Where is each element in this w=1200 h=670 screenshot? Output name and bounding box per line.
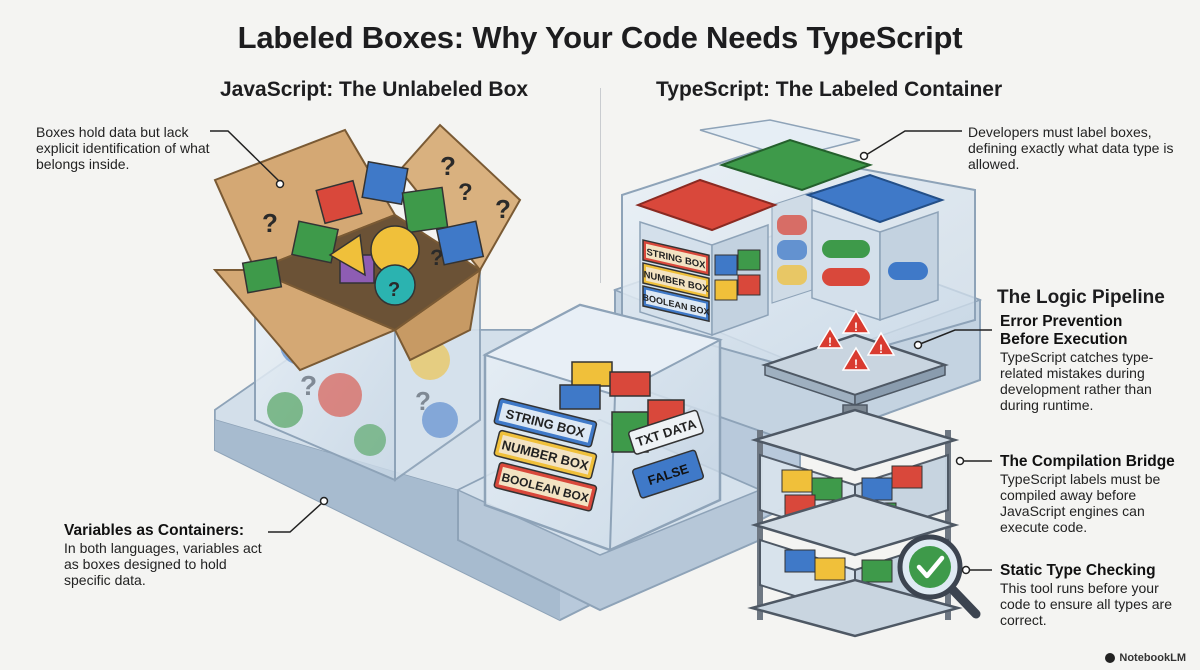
jumbled-blocks — [241, 160, 485, 306]
page-title: Labeled Boxes: Why Your Code Needs TypeS… — [237, 20, 963, 55]
js-heading: JavaScript: The Unlabeled Box — [220, 78, 529, 101]
pipeline-step-error: Error Prevention Before Execution TypeSc… — [1000, 313, 1190, 413]
variables-body: In both languages, variables act as boxe… — [64, 540, 262, 588]
svg-text:?: ? — [415, 386, 431, 416]
svg-text:?: ? — [300, 370, 317, 401]
variables-callout: Variables as Containers: In both languag… — [64, 522, 264, 588]
warning-triangles: !!!! — [816, 309, 896, 371]
svg-text:!: ! — [854, 357, 858, 371]
step-title: The Compilation Bridge — [1000, 453, 1175, 470]
question-marks: ? ? ? ? ? ? — [262, 151, 511, 301]
svg-text:!: ! — [854, 320, 858, 334]
notebooklm-badge: NotebookLM — [1105, 652, 1186, 664]
pipeline-step-static: Static Type Checking This tool runs befo… — [1000, 562, 1190, 628]
notebooklm-logo-icon — [1105, 653, 1116, 663]
magnifier-check-icon — [897, 534, 981, 619]
pipeline-step-compilation: The Compilation Bridge TypeScript labels… — [1000, 453, 1190, 535]
variables-heading: Variables as Containers: — [64, 522, 245, 539]
blue-lidded-box — [804, 173, 946, 322]
svg-text:?: ? — [495, 194, 511, 224]
pipeline-heading: The Logic Pipeline — [997, 287, 1165, 308]
svg-text:?: ? — [262, 208, 278, 238]
section-divider — [600, 88, 601, 283]
step-body: This tool runs before your code to ensur… — [1000, 580, 1172, 628]
ts-note: Developers must label boxes, defining ex… — [968, 124, 1174, 172]
step-body: TypeScript catches type-related mistakes… — [1000, 349, 1154, 413]
js-note: Boxes hold data but lack explicit identi… — [36, 124, 210, 172]
svg-text:?: ? — [430, 245, 443, 270]
step-title: Error Prevention Before Execution — [1000, 313, 1128, 348]
svg-text:!: ! — [879, 342, 883, 356]
callout-lines — [210, 130, 992, 575]
small-type-labels: STRING BOX NUMBER BOX BOOLEAN BOX — [642, 239, 710, 323]
svg-text:?: ? — [458, 179, 473, 206]
badge-label: NotebookLM — [1119, 652, 1186, 664]
svg-text:?: ? — [440, 151, 456, 181]
step-title: Static Type Checking — [1000, 562, 1156, 579]
green-lidded-box — [718, 138, 874, 304]
ts-heading: TypeScript: The Labeled Container — [656, 78, 1003, 101]
svg-text:!: ! — [828, 335, 832, 349]
svg-text:?: ? — [388, 279, 400, 301]
step-body: TypeScript labels must be compiled away … — [1000, 471, 1161, 535]
